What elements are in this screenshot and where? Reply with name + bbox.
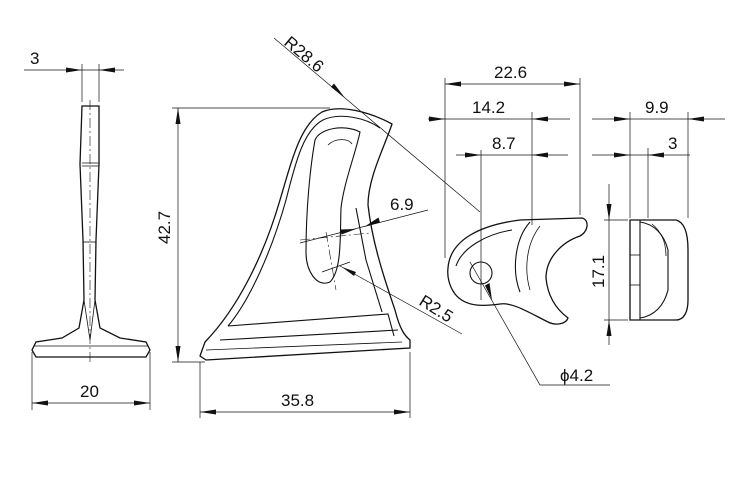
big-radius-label: R28.6 xyxy=(280,33,327,77)
side-thickness-label: 3 xyxy=(30,49,39,68)
side-view-stem xyxy=(31,105,151,358)
end-view-outline xyxy=(629,219,689,321)
end-view: 9.9 3 17.1 xyxy=(589,98,725,345)
front-view-outline xyxy=(199,108,411,361)
side-width-label: 20 xyxy=(80,382,99,401)
front-view: 42.7 35.8 R28.6 6.9 R2.5 xyxy=(155,33,481,418)
small-radius-label: R2.5 xyxy=(416,291,457,326)
top-width-total-label: 22.6 xyxy=(494,63,527,82)
end-depth-label: 9.9 xyxy=(645,98,669,117)
hole-diameter-label: ϕ4.2 xyxy=(560,366,593,385)
slot-width-label: 6.9 xyxy=(390,195,414,214)
top-view: 22.6 14.2 8.7 ϕ4.2 xyxy=(428,63,610,386)
end-inner-label: 3 xyxy=(668,134,677,153)
front-height-label: 42.7 xyxy=(155,211,174,244)
top-width-inner-label: 8.7 xyxy=(492,134,516,153)
top-width-mid-label: 14.2 xyxy=(472,98,505,117)
end-height-label: 17.1 xyxy=(589,255,608,288)
top-view-outline xyxy=(447,217,588,325)
front-width-label: 35.8 xyxy=(281,391,314,410)
side-view: 3 20 xyxy=(24,49,151,410)
